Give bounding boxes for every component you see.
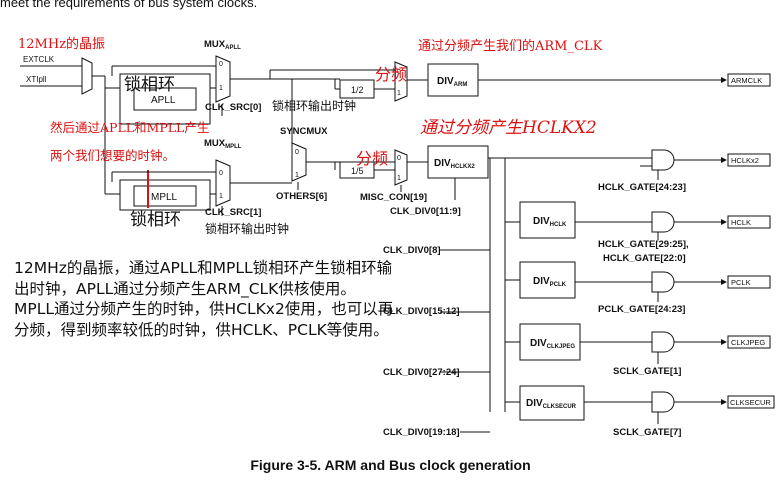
sclk-gate-1-label: SCLK_GATE[1] <box>613 366 681 377</box>
figure-caption: Figure 3-5. ARM and Bus clock generation <box>250 457 531 473</box>
clksecur-tag <box>727 395 775 409</box>
armclk-tag <box>727 73 771 87</box>
pclk-gate-24-23-label: PCLK_GATE[24:23] <box>598 304 685 315</box>
others6-label: OTHERS[6] <box>276 191 327 202</box>
header-text: meet the requirements of bus system cloc… <box>0 0 258 10</box>
arm-mux-pin0: 0 <box>397 69 401 76</box>
clk-div0-15-12-label: CLK_DIV0[15:12] <box>383 306 460 317</box>
arm-mux <box>394 61 408 102</box>
syncmux <box>291 142 307 182</box>
clkjpeg-gate <box>651 331 675 353</box>
red-note-pll-1: 然后通过APLL和MPLL产生 <box>50 120 209 135</box>
mux-apll-pin1: 1 <box>219 85 223 92</box>
pclk-out-label: PCLK <box>731 278 751 287</box>
clk-div0-27-24-label: CLK_DIV0[27:24] <box>383 367 460 378</box>
div-fifth-label: 1/5 <box>351 166 364 176</box>
div-half-label: 1/2 <box>351 85 364 95</box>
red-note-fen-pin-1: 分频 <box>375 65 407 84</box>
div-clkjpeg-label: DIVCLKJPEG <box>530 338 575 350</box>
extclk-label: EXTCLK <box>23 55 55 64</box>
div-hclkx2-label: DIVHCLKX2 <box>434 158 475 170</box>
hclk-out-label: HCLK <box>731 218 751 227</box>
hclkx2-mux <box>394 149 408 186</box>
clk-div0-19-18-label: CLK_DIV0[19:18] <box>383 427 460 438</box>
div-hclk-label: DIVHCLK <box>533 216 567 228</box>
clk-src0-label: CLK_SRC[0] <box>205 102 261 113</box>
annotation-paragraph: 12MHz的晶振，通过APLL和MPLL锁相环产生锁相环输出时钟，APLL通过分… <box>14 259 394 339</box>
pll-a-cn: 锁相环 <box>124 75 175 95</box>
clk-div0-8-label: CLK_DIV0[8] <box>383 245 441 256</box>
hclkx2-tag <box>727 153 771 167</box>
mpll-block <box>133 185 197 207</box>
syncmux-label: SYNCMUX <box>280 126 328 137</box>
mux-mpll-pin1: 1 <box>219 193 223 200</box>
sclk-gate-7-label: SCLK_GATE[7] <box>613 427 681 438</box>
apll-block <box>133 87 197 111</box>
red-note-hclkx2: 通过分频产生HCLKX2 <box>420 118 597 138</box>
hclk-tag <box>727 215 771 229</box>
clksecur-out-label: CLKSECUR <box>730 398 771 407</box>
pll-out-1-cn: 锁相环输出时钟 <box>272 98 356 113</box>
mux-mpll-label: MUXMPLL <box>204 138 242 150</box>
pclk-gate <box>651 271 675 293</box>
mux-mpll-pin0: 0 <box>219 170 223 177</box>
clk-div0-11-9-label: CLK_DIV0[11:9] <box>390 206 461 217</box>
pll-m-cn: 锁相环 <box>130 210 181 230</box>
hclkx2-out-label: HCLKx2 <box>731 156 759 165</box>
red-note-crystal: 12MHz的晶振 <box>18 36 105 52</box>
pclk-tag <box>727 275 771 289</box>
input-mux <box>81 57 93 95</box>
mux-apll <box>215 55 231 103</box>
div-hclk-block <box>519 201 576 239</box>
mux-apll-pin0: 0 <box>219 61 223 68</box>
apll-label: APLL <box>151 95 176 106</box>
clkjpeg-out-label: CLKJPEG <box>731 338 765 347</box>
syncmux-pin1: 1 <box>295 172 299 179</box>
red-note-fen-pin-2: 分频 <box>356 149 388 168</box>
hclkx2-mux-pin0: 0 <box>397 155 401 162</box>
div-hclkx2-block <box>427 145 489 179</box>
div-pclk-label: DIVPCLK <box>533 276 567 288</box>
red-note-arm-div: 通过分频产生我们的ARM_CLK <box>418 38 603 54</box>
pll-out-2-cn: 锁相环输出时钟 <box>205 221 289 236</box>
hclk-gate-24-23-label: HCLK_GATE[24:23] <box>598 182 686 193</box>
hclkx2-mux-pin1: 1 <box>397 175 401 182</box>
syncmux-pin0: 0 <box>295 149 299 156</box>
clksecur-gate <box>651 391 675 413</box>
div-arm-block <box>427 63 479 97</box>
div-arm-label: DIVARM <box>437 76 467 88</box>
hclk-gate <box>651 211 675 233</box>
clk-src1-label: CLK_SRC[1] <box>205 207 261 218</box>
div-pclk-block <box>519 261 576 299</box>
mpll-label: MPLL <box>151 192 178 203</box>
hclk-gate-29-25-label: HCLK_GATE[29:25], <box>598 239 689 250</box>
xti-label: XTIpll <box>26 75 47 84</box>
arm-mux-pin1: 1 <box>397 90 401 97</box>
clkjpeg-tag <box>727 335 771 349</box>
div-clksecur-label: DIVCLKSECUR <box>526 398 577 410</box>
mux-mpll <box>215 159 231 207</box>
armclk-label: ARMCLK <box>731 76 762 85</box>
hclk-gate-22-0-label: HCLK_GATE[22:0] <box>603 253 686 264</box>
div-clkjpeg-block <box>519 323 581 361</box>
div-clksecur-block <box>519 385 585 421</box>
misc-con19-label: MISC_CON[19] <box>360 192 427 203</box>
mux-apll-label: MUXAPLL <box>204 39 241 51</box>
red-note-pll-2: 两个我们想要的时钟。 <box>50 148 175 163</box>
hclkx2-gate <box>651 149 675 171</box>
